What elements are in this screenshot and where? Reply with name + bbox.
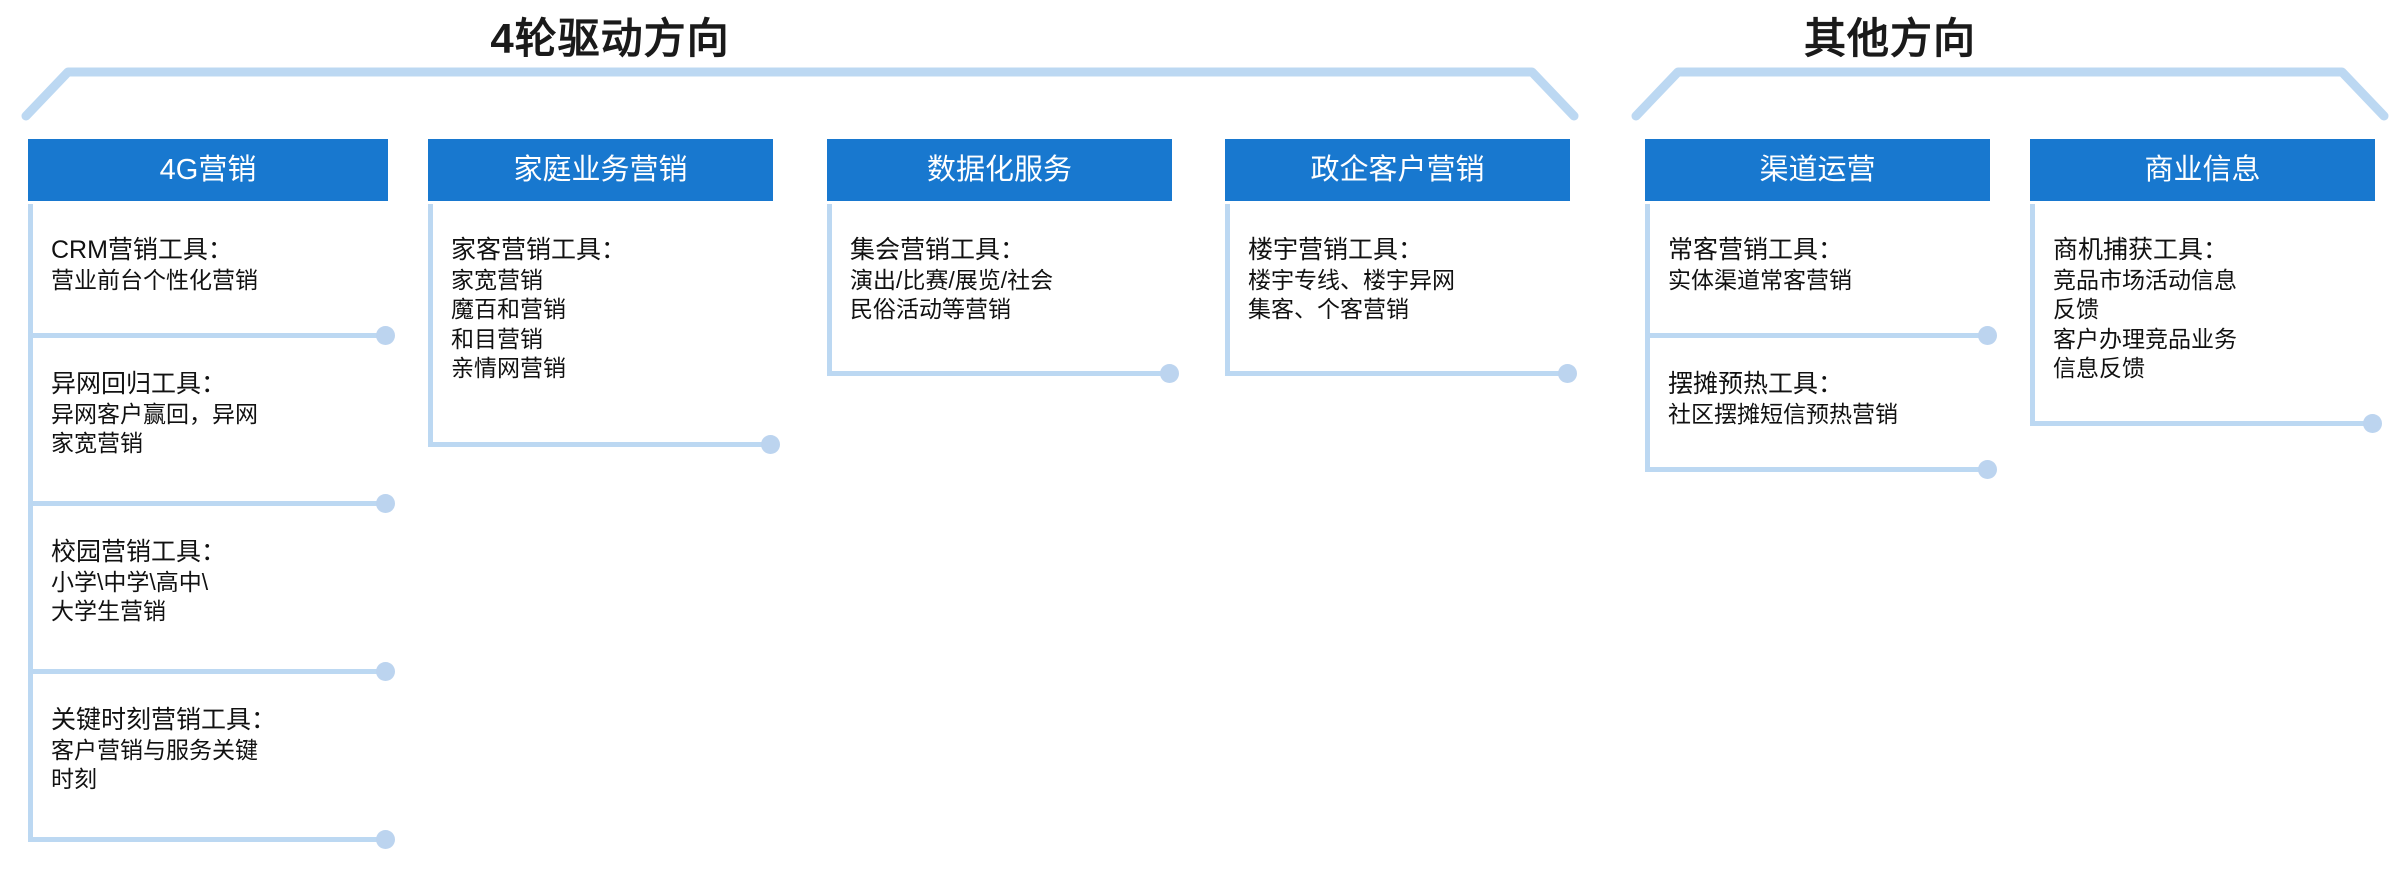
column-body-business-information: 商机捕获工具： 竞品市场活动信息 反馈 客户办理竞品业务 信息反馈 (2030, 204, 2382, 433)
item-line: 家宽营销 (51, 430, 143, 457)
item-title: 关键时刻营销工具： (51, 706, 277, 734)
list-item[interactable]: 商机捕获工具： 竞品市场活动信息 反馈 客户办理竞品业务 信息反馈 (2030, 204, 2382, 433)
item-title: 常客营销工具： (1668, 236, 1844, 264)
item-line: 大学生营销 (51, 598, 166, 625)
column-body-home-business-marketing: 家客营销工具： 家宽营销 魔百和营销 和目营销 亲情网营销 (428, 204, 780, 454)
group-title-four-wheel: 4轮驱动方向 (490, 15, 730, 62)
item-divider (28, 501, 383, 506)
item-line: 社区摆摊短信预热营销 (1668, 401, 1898, 427)
item-line: 客户办理竞品业务 (2053, 325, 2237, 352)
item-line: 竞品市场活动信息 (2053, 267, 2237, 293)
item-line: 小学\中学\高中\ (51, 569, 209, 595)
item-line: 客户营销与服务关键 (51, 737, 258, 763)
bracket-four-wheel (20, 60, 1580, 121)
item-end-dot (1978, 326, 1997, 345)
item-title: 集会营销工具： (850, 236, 1026, 264)
item-divider (1225, 371, 1565, 376)
item-divider (28, 837, 383, 842)
item-line: 营业前台个性化营销 (51, 267, 258, 293)
item-end-dot (1558, 364, 1577, 383)
item-title: 家客营销工具： (451, 236, 627, 264)
list-item[interactable]: CRM营销工具： 营业前台个性化营销 (28, 204, 395, 345)
list-item[interactable]: 集会营销工具： 演出/比赛/展览/社会 民俗活动等营销 (827, 204, 1179, 383)
column-business-information[interactable]: 商业信息 商机捕获工具： 竞品市场活动信息 反馈 客户办理竞品业务 信息反馈 (2030, 139, 2382, 433)
column-4g-marketing[interactable]: 4G营销 CRM营销工具： 营业前台个性化营销 异网回归工具： 异网客户赢回，异… (28, 139, 395, 849)
column-body-data-service: 集会营销工具： 演出/比赛/展览/社会 民俗活动等营销 (827, 204, 1179, 383)
item-line: 信息反馈 (2053, 355, 2145, 382)
column-header-business-information[interactable]: 商业信息 (2030, 139, 2375, 201)
item-divider (28, 333, 383, 338)
item-line: 楼宇专线、楼宇异网 (1248, 267, 1455, 293)
column-channel-operation[interactable]: 渠道运营 常客营销工具： 实体渠道常客营销 摆摊预热工具： 社区摆摊短信预热营销 (1645, 139, 1997, 479)
group-title-other: 其他方向 (1803, 15, 1976, 62)
column-body-gov-enterprise-marketing: 楼宇营销工具： 楼宇专线、楼宇异网 集客、个客营销 (1225, 204, 1577, 383)
item-line: 魔百和营销 (451, 296, 566, 323)
item-end-dot (2363, 414, 2382, 433)
item-end-dot (1978, 460, 1997, 479)
item-end-dot (1160, 364, 1179, 383)
item-end-dot (376, 662, 395, 681)
item-title: 校园营销工具： (51, 538, 227, 566)
item-line: 民俗活动等营销 (850, 296, 1011, 323)
item-end-dot (376, 494, 395, 513)
item-title: 摆摊预热工具： (1668, 370, 1844, 398)
item-line: 实体渠道常客营销 (1668, 267, 1852, 293)
list-item[interactable]: 常客营销工具： 实体渠道常客营销 (1645, 204, 1997, 345)
item-divider (2030, 421, 2370, 426)
column-gov-enterprise-marketing[interactable]: 政企客户营销 楼宇营销工具： 楼宇专线、楼宇异网 集客、个客营销 (1225, 139, 1577, 383)
item-divider (827, 371, 1167, 376)
item-line: 和目营销 (451, 325, 543, 352)
list-item[interactable]: 校园营销工具： 小学\中学\高中\ 大学生营销 (28, 506, 395, 681)
item-line: 亲情网营销 (451, 355, 566, 382)
item-title: 商机捕获工具： (2053, 236, 2229, 264)
column-data-service[interactable]: 数据化服务 集会营销工具： 演出/比赛/展览/社会 民俗活动等营销 (827, 139, 1179, 383)
item-title: 异网回归工具： (51, 370, 227, 398)
list-item[interactable]: 摆摊预热工具： 社区摆摊短信预热营销 (1645, 338, 1997, 479)
item-divider (1645, 333, 1985, 338)
column-header-4g-marketing[interactable]: 4G营销 (28, 139, 388, 201)
item-end-dot (376, 830, 395, 849)
item-end-dot (761, 435, 780, 454)
item-title: CRM营销工具： (51, 236, 233, 264)
item-line: 家宽营销 (451, 267, 543, 293)
column-header-channel-operation[interactable]: 渠道运营 (1645, 139, 1990, 201)
column-header-data-service[interactable]: 数据化服务 (827, 139, 1172, 201)
column-header-home-business-marketing[interactable]: 家庭业务营销 (428, 139, 773, 201)
column-header-gov-enterprise-marketing[interactable]: 政企客户营销 (1225, 139, 1570, 201)
list-item[interactable]: 楼宇营销工具： 楼宇专线、楼宇异网 集客、个客营销 (1225, 204, 1577, 383)
column-body-4g-marketing: CRM营销工具： 营业前台个性化营销 异网回归工具： 异网客户赢回，异网 家宽营… (28, 204, 395, 849)
item-line: 反馈 (2053, 296, 2099, 323)
bracket-other (1630, 60, 2390, 121)
item-divider (428, 442, 768, 447)
item-divider (28, 669, 383, 674)
item-title: 楼宇营销工具： (1248, 236, 1424, 264)
item-end-dot (376, 326, 395, 345)
column-body-channel-operation: 常客营销工具： 实体渠道常客营销 摆摊预热工具： 社区摆摊短信预热营销 (1645, 204, 1997, 479)
item-line: 异网客户赢回，异网 (51, 401, 258, 427)
item-line: 集客、个客营销 (1248, 296, 1409, 323)
item-line: 演出/比赛/展览/社会 (850, 267, 1054, 293)
list-item[interactable]: 关键时刻营销工具： 客户营销与服务关键 时刻 (28, 674, 395, 849)
list-item[interactable]: 异网回归工具： 异网客户赢回，异网 家宽营销 (28, 338, 395, 513)
list-item[interactable]: 家客营销工具： 家宽营销 魔百和营销 和目营销 亲情网营销 (428, 204, 780, 454)
column-home-business-marketing[interactable]: 家庭业务营销 家客营销工具： 家宽营销 魔百和营销 和目营销 亲情网营销 (428, 139, 780, 454)
item-divider (1645, 467, 1985, 472)
item-line: 时刻 (51, 766, 97, 793)
